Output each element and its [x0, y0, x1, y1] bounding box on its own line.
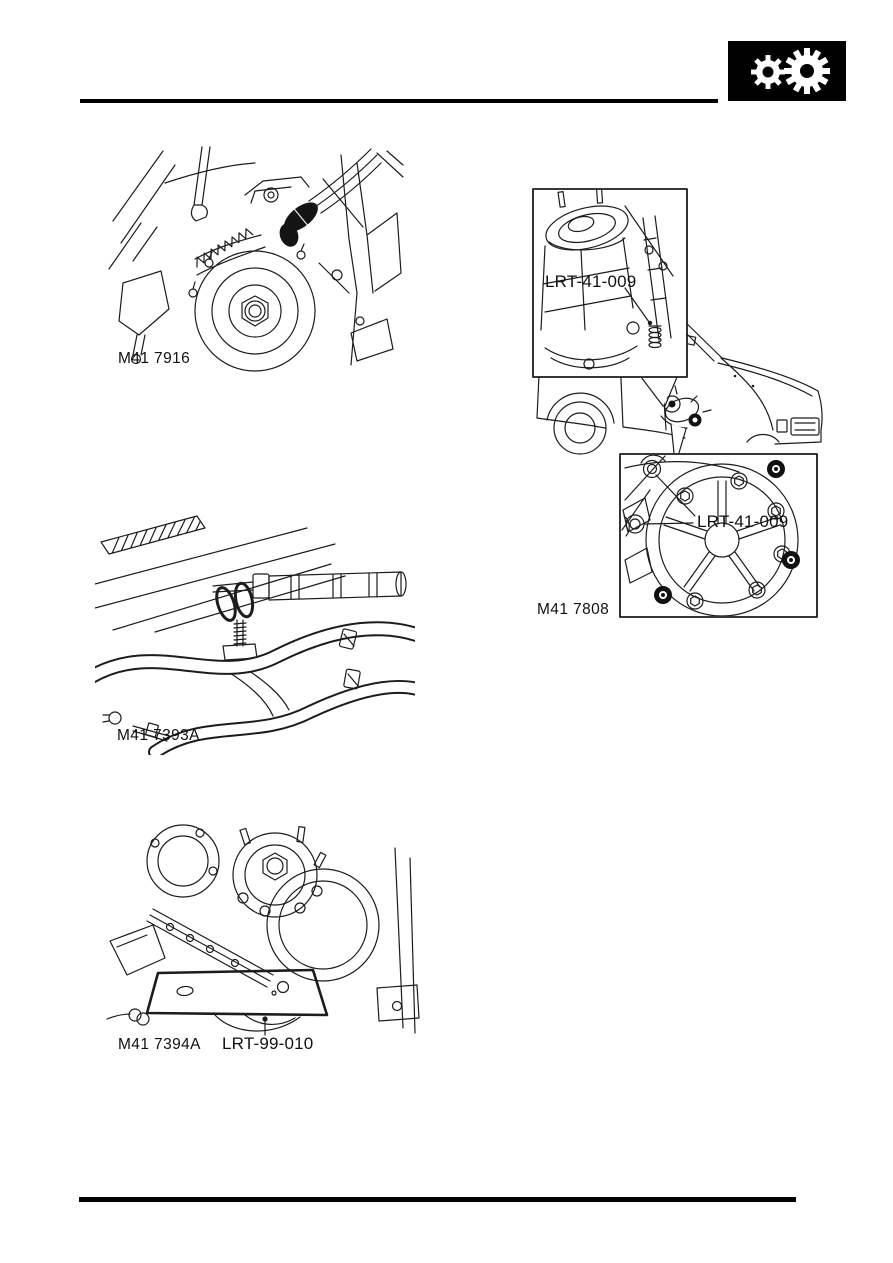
tool-label-lrt-41-009-upper: LRT-41-009 [545, 272, 637, 291]
figure-caption: M41 7808 [537, 601, 610, 618]
gears-icon [751, 48, 830, 94]
tool-label-lrt-99-010: LRT-99-010 [222, 1034, 314, 1053]
gears-logo-box [728, 41, 846, 101]
figure-caption: M41 7393A [117, 727, 200, 744]
figure-m41-7394a: M41 7394A LRT-99-010 [95, 823, 425, 1063]
figure-m41-7808: LRT-41-009 LRT-41-009 M41 7808 [525, 180, 837, 620]
figure-m41-7393a-art [95, 515, 415, 755]
figure-caption: M41 7916 [118, 350, 191, 367]
header-rule [80, 99, 718, 103]
figure-m41-7916: M41 7916 [105, 143, 405, 378]
figure-m41-7393a: M41 7393A [95, 512, 415, 755]
figure-m41-7916-art [108, 146, 404, 372]
figure-m41-7808-art [532, 188, 823, 618]
figure-caption: M41 7394A [118, 1036, 201, 1053]
inset-lower-art [621, 455, 800, 616]
tool-label-lrt-41-009-lower: LRT-41-009 [697, 512, 789, 531]
footer-rule [79, 1197, 796, 1202]
inset-upper-art [540, 190, 674, 370]
figure-m41-7394a-art [106, 824, 420, 1036]
